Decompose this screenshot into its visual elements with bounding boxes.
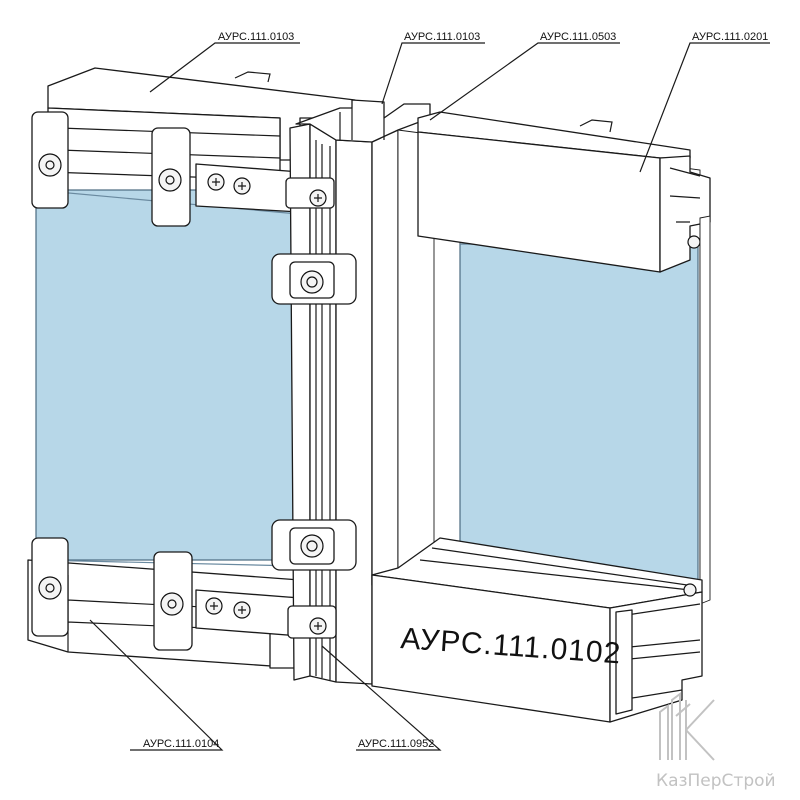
left-clip-bottom-2 — [153, 551, 193, 651]
callout-top-right: АУРС.111.0201 — [692, 31, 768, 43]
left-glass-pane — [35, 189, 299, 561]
left-clip-bottom-1 — [31, 537, 69, 637]
callout-leaders — [89, 42, 770, 751]
mullion-clamp-upper — [271, 253, 357, 305]
watermark: КазПерСтрой — [656, 692, 776, 791]
leader-top-right — [639, 42, 770, 173]
screw-plate-bottom — [195, 589, 301, 637]
callout-top-mid: АУРС.111.0103 — [404, 31, 480, 43]
leader-top-mid-right — [429, 42, 620, 121]
left-module — [27, 67, 356, 669]
mullion-top-cap — [295, 99, 431, 143]
mullion-main-body — [335, 139, 373, 685]
leader-top-mid — [381, 42, 485, 105]
leader-bottom-mid — [321, 645, 442, 751]
left-clip-top-2 — [151, 127, 191, 227]
screw-tab-top — [285, 177, 335, 209]
leader-top-left — [149, 42, 300, 93]
mullion-clamp-lower — [271, 519, 357, 571]
mullion-side-body — [371, 129, 399, 586]
screw-plate-top — [195, 163, 301, 213]
kazperstroy-logo-icon — [659, 692, 715, 761]
right-inner-frame — [433, 235, 461, 561]
callout-top-left: АУРС.111.0103 — [218, 31, 294, 43]
screw-tab-bottom — [287, 605, 337, 639]
callout-bottom-mid: АУРС.111.0952 — [358, 738, 434, 750]
leader-bottom-left — [89, 619, 224, 751]
central-mullion — [271, 99, 431, 685]
callout-labels: АУРС.111.0103 АУРС.111.0103 АУРС.111.050… — [143, 31, 768, 750]
right-module: АУРС.111.0102 — [371, 111, 711, 723]
left-clip-top-1 — [31, 111, 69, 209]
callout-top-mid-right: АУРС.111.0503 — [540, 31, 616, 43]
watermark-text: КазПерСтрой — [656, 771, 776, 791]
callout-bottom-left: АУРС.111.0104 — [143, 738, 219, 750]
